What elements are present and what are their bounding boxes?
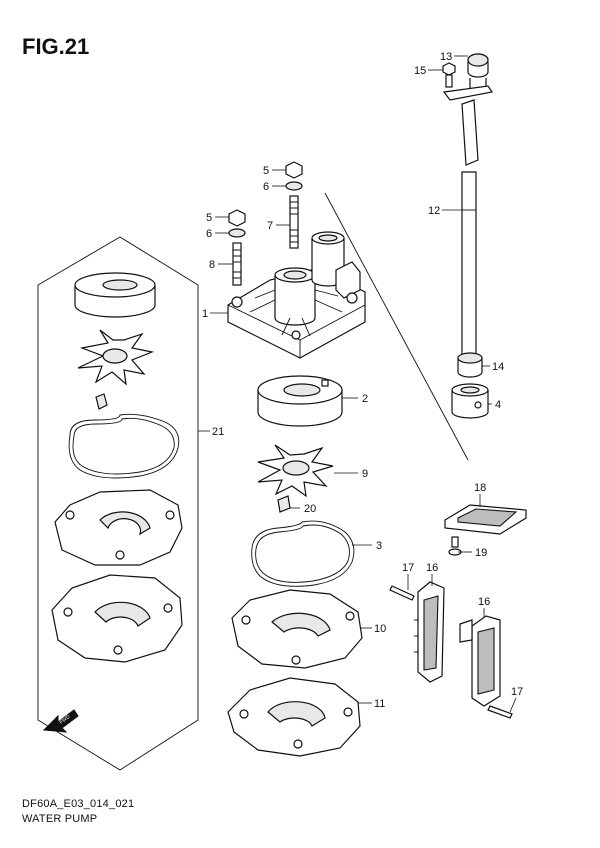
side-screen-16-right — [459, 615, 501, 707]
grommet-13 — [467, 53, 489, 67]
callout-15: 15 — [414, 65, 426, 77]
leader-lines — [210, 55, 517, 713]
kit-impeller-housing — [74, 272, 156, 318]
callout-13: 13 — [440, 51, 452, 63]
callout-6a: 6 — [263, 181, 269, 193]
nut-5-lower — [228, 209, 246, 227]
callout-7: 7 — [267, 220, 273, 232]
callout-17a: 17 — [402, 562, 414, 574]
callout-21: 21 — [212, 426, 224, 438]
callout-9: 9 — [362, 468, 368, 480]
stud-7 — [289, 195, 299, 249]
grommet-14 — [457, 352, 483, 378]
svg-text:FWD: FWD — [59, 714, 72, 726]
water-tube-guide-4 — [451, 383, 489, 419]
stud-8 — [232, 242, 242, 286]
screw-17-right — [487, 705, 513, 719]
kit-21-bracket — [37, 236, 210, 771]
callout-17b: 17 — [511, 686, 523, 698]
impeller-housing-2 — [257, 375, 343, 427]
screen-18 — [444, 504, 527, 535]
plate-11 — [227, 677, 361, 757]
callout-5a: 5 — [263, 165, 269, 177]
callout-16b: 16 — [478, 596, 490, 608]
kit-key — [95, 393, 108, 410]
kit-gasket-upper — [54, 489, 183, 566]
bolt-19 — [448, 536, 462, 556]
callout-2: 2 — [362, 393, 368, 405]
bolt-15 — [442, 62, 456, 88]
figure-title: FIG.21 — [22, 34, 90, 59]
callout-3: 3 — [376, 540, 382, 552]
callout-12: 12 — [428, 205, 440, 217]
callout-8: 8 — [209, 259, 215, 271]
callout-14: 14 — [492, 361, 504, 373]
figure-name: WATER PUMP — [22, 813, 98, 825]
key-20 — [277, 495, 291, 513]
callout-labels: 5 6 7 5 6 8 1 2 9 20 3 10 11 21 12 13 15… — [202, 51, 523, 710]
callout-18: 18 — [474, 482, 486, 494]
gasket-10 — [231, 589, 363, 669]
kit-o-ring — [68, 413, 180, 479]
o-ring-3 — [251, 520, 355, 587]
kit-impeller — [77, 329, 155, 386]
callout-20: 20 — [304, 503, 316, 515]
pump-case-1 — [227, 231, 366, 359]
callout-19: 19 — [475, 547, 487, 559]
screw-17-left — [389, 585, 415, 601]
callout-10: 10 — [374, 623, 386, 635]
impeller-9 — [257, 444, 334, 498]
figure-code: DF60A_E03_014_021 — [22, 798, 135, 810]
callout-11: 11 — [374, 698, 385, 710]
callout-6b: 6 — [206, 228, 212, 240]
callout-5b: 5 — [206, 212, 212, 224]
fwd-arrow-icon: FWD — [42, 709, 79, 733]
callout-4: 4 — [495, 399, 501, 411]
kit-gasket-lower — [51, 574, 183, 663]
nut-5-upper — [285, 161, 303, 179]
washer-6-lower — [228, 228, 246, 238]
side-screen-16-left — [414, 581, 445, 683]
callout-1: 1 — [202, 308, 208, 320]
washer-6-upper — [285, 181, 303, 191]
callout-16a: 16 — [426, 562, 438, 574]
